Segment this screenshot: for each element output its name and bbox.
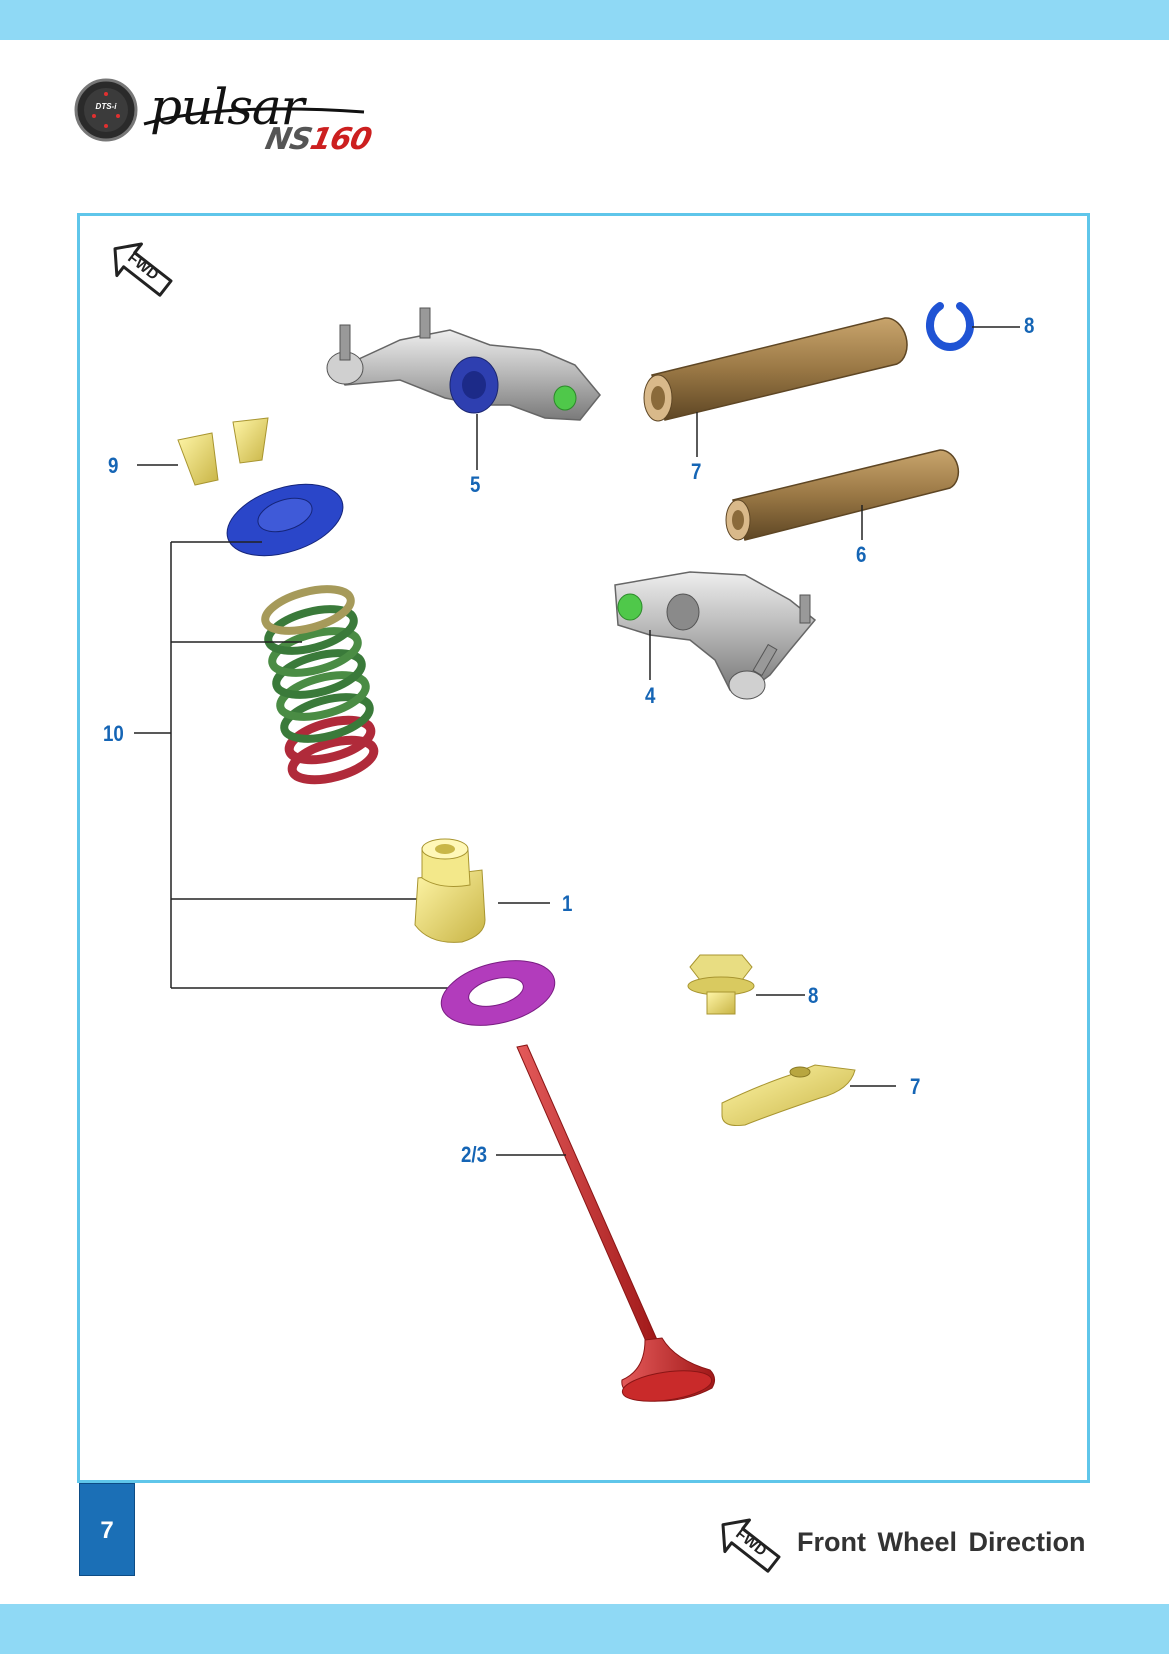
- bottom-color-band: [0, 1604, 1169, 1654]
- logo-brand-name: pulsar: [150, 78, 305, 136]
- front-wheel-direction-legend: Front Wheel Direction: [797, 1527, 1086, 1557]
- callout-8-circlip: 8: [1024, 313, 1035, 338]
- flange-bolt: [687, 954, 755, 1015]
- page-number: 7: [79, 1483, 135, 1576]
- spring-seat-washer: [440, 960, 556, 1026]
- valve-springs: [261, 585, 379, 785]
- fwd-arrow-icon: FWD: [98, 234, 184, 309]
- rocker-arm-lower: [614, 571, 817, 700]
- valve-stem-seal: [414, 838, 486, 943]
- callout-10-valve-assembly: 10: [103, 721, 124, 746]
- callout-7-long-shaft: 7: [691, 459, 702, 484]
- circlip: [926, 302, 974, 352]
- callout-4-rocker-arm: 4: [645, 683, 656, 708]
- fwd-legend-arrow-icon: FWD: [706, 1510, 792, 1585]
- callout-7-plate: 7: [910, 1074, 921, 1099]
- callout-8-bolt: 8: [808, 983, 819, 1008]
- rocker-shaft-long: [643, 317, 908, 422]
- valve-cotters: [177, 417, 269, 486]
- callout-2-3-valve: 2/3: [461, 1142, 488, 1167]
- engine-valve: [516, 1044, 716, 1402]
- valve-spring-retainer: [226, 483, 344, 557]
- callout-6-short-shaft: 6: [856, 542, 867, 567]
- rocker-shaft-short: [725, 449, 960, 541]
- callout-1-stem-seal: 1: [562, 891, 573, 916]
- top-color-band: [0, 0, 1169, 40]
- group-10-bracket: [134, 541, 465, 989]
- logo-badge-text: DTS-i: [95, 102, 117, 111]
- rocker-arm-upper: [326, 307, 601, 421]
- pulsar-ns160-logo: DTS-i pulsar NS160: [74, 72, 404, 157]
- diagram-frame: [77, 213, 1090, 1483]
- callout-9-cotters: 9: [108, 453, 119, 478]
- locating-plate: [721, 1064, 856, 1126]
- callout-5-rocker-arm: 5: [470, 472, 481, 497]
